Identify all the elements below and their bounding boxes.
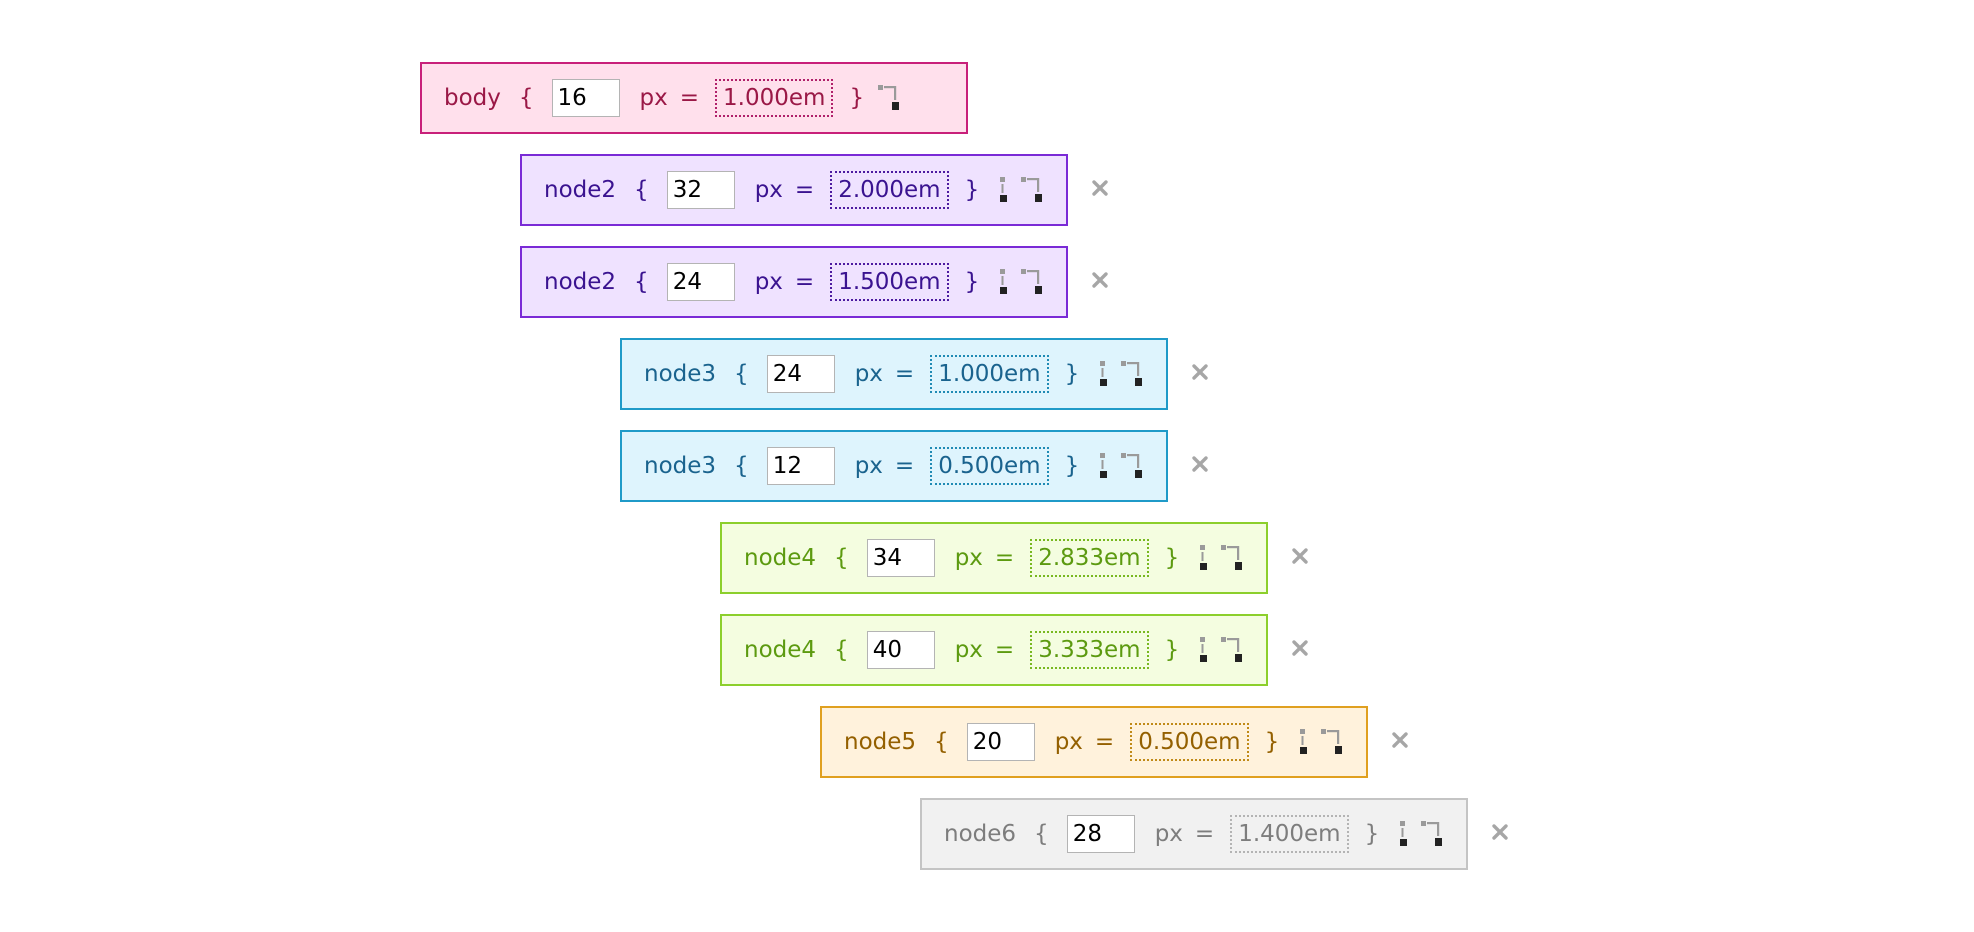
equals-sign: = — [1094, 729, 1115, 755]
delete-node-icon[interactable] — [1290, 638, 1310, 658]
add-sibling-icon[interactable] — [1193, 545, 1208, 571]
equals-sign: = — [994, 637, 1015, 663]
open-brace: { — [634, 177, 649, 203]
delete-node-icon[interactable] — [1290, 546, 1310, 566]
px-input[interactable] — [551, 79, 620, 117]
indent-child-icon[interactable] — [1121, 361, 1147, 387]
indent-child-icon[interactable] — [1021, 177, 1047, 203]
node-box: node4 { px = 2.833em } — [720, 522, 1268, 594]
node-name[interactable]: node2 — [544, 177, 617, 203]
close-brace: } — [1264, 729, 1280, 755]
node-name[interactable]: node4 — [744, 637, 817, 663]
delete-node-icon[interactable] — [1090, 178, 1110, 198]
node-name[interactable]: node5 — [844, 729, 917, 755]
node-box: body { px = 1.000em } — [420, 62, 968, 134]
add-sibling-icon[interactable] — [1393, 821, 1408, 847]
close-brace: } — [1064, 453, 1080, 479]
equals-sign: = — [894, 453, 915, 479]
node-name[interactable]: body — [444, 85, 501, 111]
node-name[interactable]: node6 — [944, 821, 1017, 847]
delete-node-icon[interactable] — [1190, 454, 1210, 474]
node-box: node5 { px = 0.500em } — [820, 706, 1368, 778]
indent-child-icon[interactable] — [1421, 821, 1447, 847]
px-unit-label: px — [854, 453, 883, 479]
open-brace: { — [734, 361, 749, 387]
indent-child-icon[interactable] — [1221, 545, 1247, 571]
indent-child-icon[interactable] — [1021, 269, 1047, 295]
indent-child-icon[interactable] — [1321, 729, 1347, 755]
px-input[interactable] — [866, 539, 935, 577]
px-input[interactable] — [866, 631, 935, 669]
node-name[interactable]: node4 — [744, 545, 817, 571]
add-sibling-icon[interactable] — [1193, 637, 1208, 663]
px-unit-label: px — [754, 177, 783, 203]
em-output: 3.333em — [1030, 631, 1149, 669]
add-sibling-icon[interactable] — [993, 269, 1008, 295]
em-output: 0.500em — [930, 447, 1049, 485]
delete-node-icon[interactable] — [1490, 822, 1510, 842]
node-box: node2 { px = 2.000em } — [520, 154, 1068, 226]
open-brace: { — [1034, 821, 1049, 847]
open-brace: { — [518, 85, 534, 111]
px-unit-label: px — [954, 545, 983, 571]
add-sibling-icon[interactable] — [1293, 729, 1308, 755]
close-brace: } — [964, 269, 980, 295]
px-unit-label: px — [1054, 729, 1083, 755]
delete-node-icon[interactable] — [1390, 730, 1410, 750]
open-brace: { — [634, 269, 649, 295]
px-input[interactable] — [1066, 815, 1135, 853]
equals-sign: = — [794, 177, 815, 203]
px-unit-label: px — [1154, 821, 1183, 847]
indent-child-icon[interactable] — [878, 85, 904, 111]
add-sibling-icon[interactable] — [1093, 361, 1108, 387]
close-brace: } — [964, 177, 980, 203]
em-output: 0.500em — [1130, 723, 1249, 761]
close-brace: } — [849, 85, 865, 111]
px-unit-label: px — [754, 269, 783, 295]
em-output: 1.000em — [715, 79, 834, 117]
node-box: node4 { px = 3.333em } — [720, 614, 1268, 686]
node-name[interactable]: node2 — [544, 269, 617, 295]
close-brace: } — [1064, 361, 1080, 387]
em-output: 2.000em — [830, 171, 949, 209]
em-output: 2.833em — [1030, 539, 1149, 577]
px-unit-label: px — [639, 85, 668, 111]
node-box: node3 { px = 1.000em } — [620, 338, 1168, 410]
open-brace: { — [934, 729, 949, 755]
px-input[interactable] — [966, 723, 1035, 761]
delete-node-icon[interactable] — [1090, 270, 1110, 290]
add-sibling-icon[interactable] — [1093, 453, 1108, 479]
em-output: 1.000em — [930, 355, 1049, 393]
px-input[interactable] — [766, 355, 835, 393]
open-brace: { — [834, 637, 849, 663]
node-name[interactable]: node3 — [644, 361, 717, 387]
equals-sign: = — [994, 545, 1015, 571]
indent-child-icon[interactable] — [1221, 637, 1247, 663]
equals-sign: = — [679, 85, 700, 111]
equals-sign: = — [1194, 821, 1215, 847]
node-name[interactable]: node3 — [644, 453, 717, 479]
node-box: node3 { px = 0.500em } — [620, 430, 1168, 502]
node-box: node2 { px = 1.500em } — [520, 246, 1068, 318]
px-input[interactable] — [766, 447, 835, 485]
indent-child-icon[interactable] — [1121, 453, 1147, 479]
px-unit-label: px — [954, 637, 983, 663]
delete-node-icon[interactable] — [1190, 362, 1210, 382]
px-input[interactable] — [666, 171, 735, 209]
close-brace: } — [1164, 637, 1180, 663]
px-input[interactable] — [666, 263, 735, 301]
px-unit-label: px — [854, 361, 883, 387]
node-box: node6 { px = 1.400em } — [920, 798, 1468, 870]
open-brace: { — [734, 453, 749, 479]
open-brace: { — [834, 545, 849, 571]
add-sibling-icon[interactable] — [993, 177, 1008, 203]
close-brace: } — [1364, 821, 1380, 847]
em-output: 1.400em — [1230, 815, 1349, 853]
em-output: 1.500em — [830, 263, 949, 301]
equals-sign: = — [894, 361, 915, 387]
equals-sign: = — [794, 269, 815, 295]
close-brace: } — [1164, 545, 1180, 571]
